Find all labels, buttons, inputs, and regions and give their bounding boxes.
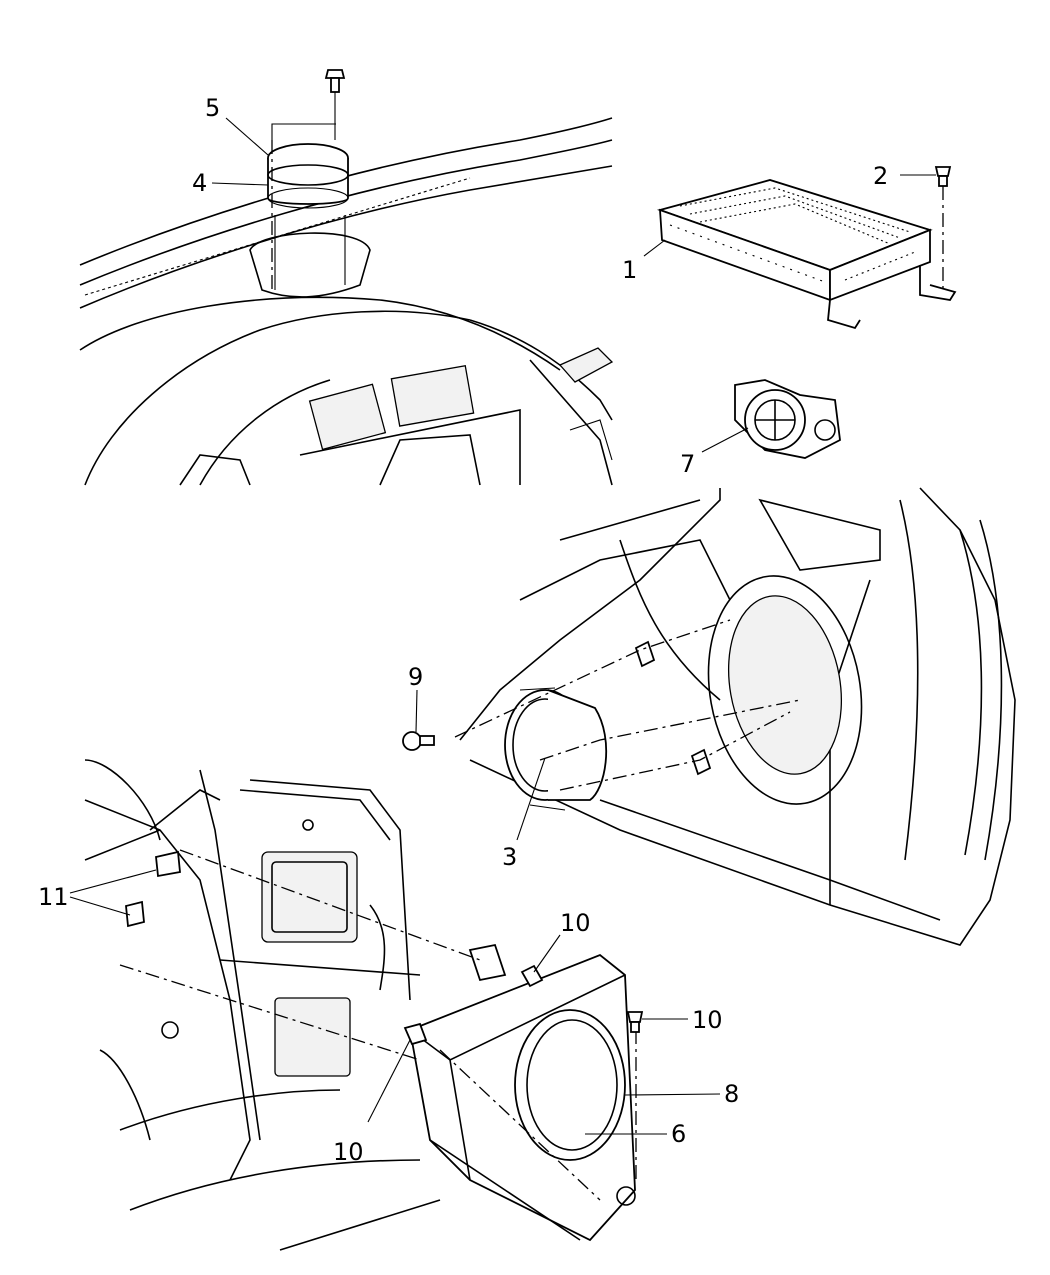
screw-icon xyxy=(324,69,346,140)
clip-icon xyxy=(634,640,712,776)
callout-4: 4 xyxy=(192,169,207,197)
callout-6: 6 xyxy=(671,1120,686,1148)
screw-icon xyxy=(402,731,435,751)
leader-dash xyxy=(439,1049,601,1201)
leader-dash xyxy=(119,964,421,1061)
bracket-icon xyxy=(125,850,507,982)
leader-dash xyxy=(559,711,791,791)
callout-2: 2 xyxy=(873,162,888,190)
callout-10-top: 10 xyxy=(560,909,591,937)
callout-11: 11 xyxy=(38,883,69,911)
screw-icon xyxy=(934,166,952,290)
callout-9: 9 xyxy=(408,663,423,691)
leader-lines xyxy=(69,117,936,1135)
door-panel xyxy=(459,487,1016,946)
tweeter-assembly xyxy=(249,123,371,298)
callout-10-right: 10 xyxy=(692,1006,723,1034)
callout-1: 1 xyxy=(622,256,637,284)
instrument-panel-view xyxy=(79,117,614,486)
subwoofer-enclosure xyxy=(408,953,636,1242)
amplifier xyxy=(656,179,957,330)
callout-8: 8 xyxy=(724,1080,739,1108)
callout-10-bottom: 10 xyxy=(333,1138,364,1166)
screw-icon xyxy=(403,964,644,1046)
leader-dash xyxy=(539,699,801,761)
small-speaker xyxy=(734,379,841,459)
callout-5: 5 xyxy=(205,94,220,122)
door-speaker xyxy=(504,687,608,811)
callout-3: 3 xyxy=(502,843,517,871)
rear-quarter-view xyxy=(84,759,441,1251)
callout-7: 7 xyxy=(680,450,695,478)
